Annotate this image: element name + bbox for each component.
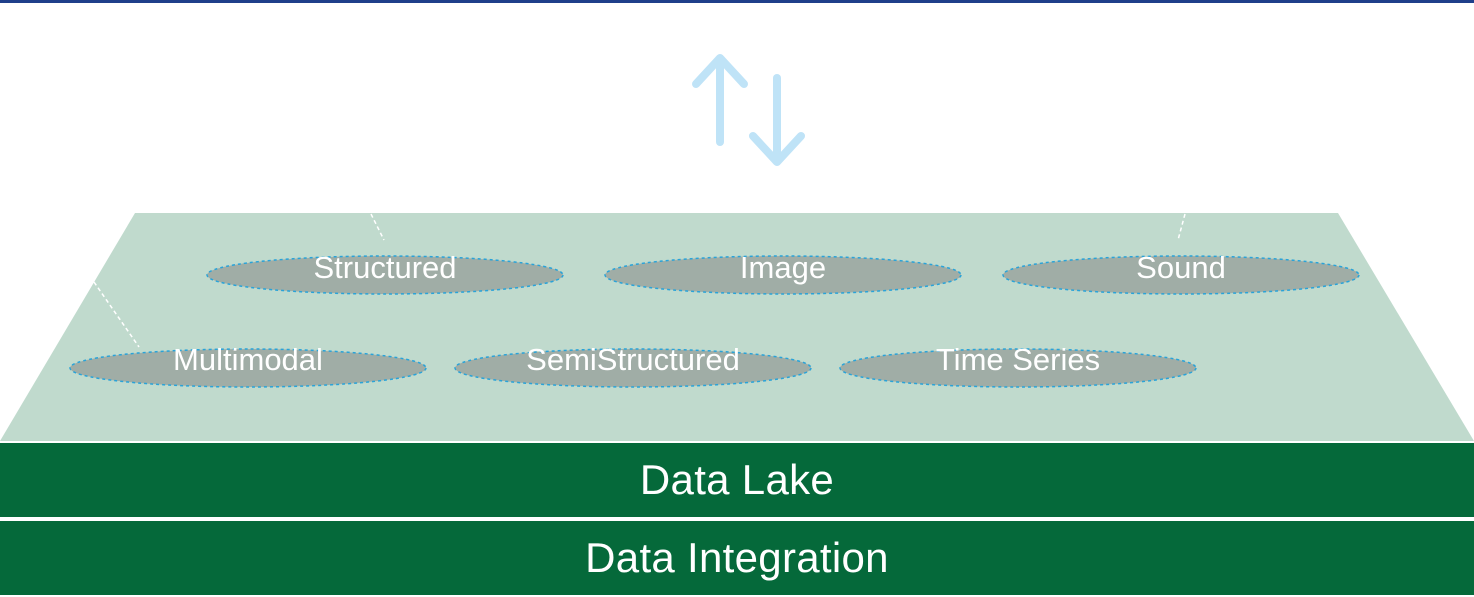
data-type-label: Time Series — [936, 342, 1100, 377]
data-type-ellipse — [1002, 255, 1360, 295]
data-integration-label: Data Integration — [585, 534, 889, 581]
data-integration-layer: Data Integration — [0, 521, 1474, 595]
data-type-ellipse — [206, 255, 564, 295]
callout-lines — [93, 213, 1186, 348]
data-type-semistructured: SemiStructured — [454, 342, 812, 388]
data-type-label: Sound — [1136, 250, 1226, 285]
data-type-ellipse — [454, 348, 812, 388]
data-type-label: SemiStructured — [526, 342, 740, 377]
data-type-sound: Sound — [1002, 250, 1360, 295]
bidirectional-arrows-icon — [692, 54, 805, 166]
data-type-label: Image — [740, 250, 826, 285]
data-type-ellipse — [839, 348, 1197, 388]
data-type-image: Image — [604, 250, 962, 295]
data-type-label: Structured — [313, 250, 456, 285]
data-type-ellipse — [69, 348, 427, 388]
data-type-time-series: Time Series — [839, 342, 1197, 388]
data-lake-layer: Data Lake — [0, 443, 1474, 517]
data-lake-platform — [0, 213, 1474, 441]
data-type-ellipse — [604, 255, 962, 295]
data-type-structured: Structured — [206, 250, 564, 295]
data-type-multimodal: Multimodal — [69, 342, 427, 388]
data-lake-label: Data Lake — [639, 456, 835, 503]
top-rule — [0, 0, 1474, 3]
data-type-label: Multimodal — [173, 342, 323, 377]
